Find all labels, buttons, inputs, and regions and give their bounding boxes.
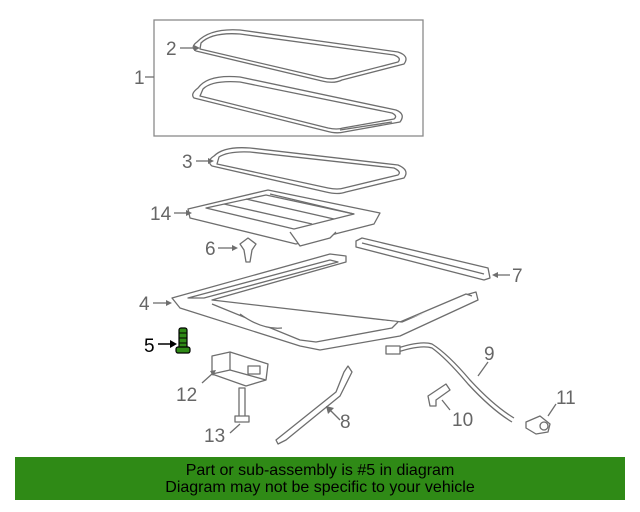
part-14-sunshade [187,189,381,247]
part-10-hose [427,383,451,407]
callout-1: 1 [134,68,145,89]
callout-12: 12 [176,385,197,406]
callout-2: 2 [166,39,177,60]
callout-4: 4 [139,294,150,315]
part-7-guide-rail [355,237,491,281]
callout-labels: 1 2 3 4 5 6 7 8 9 10 11 12 13 14 [134,39,576,447]
callout-5: 5 [144,336,155,357]
callout-13: 13 [204,426,225,447]
banner-line-1: Part or sub-assembly is #5 in diagram [185,461,455,479]
callout-leaders [145,45,557,434]
part-6-clip [239,237,257,263]
part-5-fastener-highlighted [175,327,191,354]
part-4-frame [171,253,479,351]
callout-9: 9 [484,344,495,365]
callout-8: 8 [340,412,351,433]
part-12-motor [211,351,269,387]
banner-line-2: Diagram may not be specific to your vehi… [165,478,475,496]
callout-6: 6 [205,239,216,260]
part-13-bolt [234,387,250,423]
part-8-drain-tube [275,365,353,445]
part-1-glass-assembly [153,19,424,137]
part-9-cable [385,342,515,423]
callout-3: 3 [182,152,193,173]
callout-10: 10 [452,410,473,431]
callout-11: 11 [556,388,576,409]
notice-banner: Part or sub-assembly is #5 in diagram Di… [15,457,625,500]
part-3-seal [208,147,407,195]
callout-14: 14 [150,204,172,225]
part-11-connector [525,415,551,435]
callout-7: 7 [512,266,523,287]
